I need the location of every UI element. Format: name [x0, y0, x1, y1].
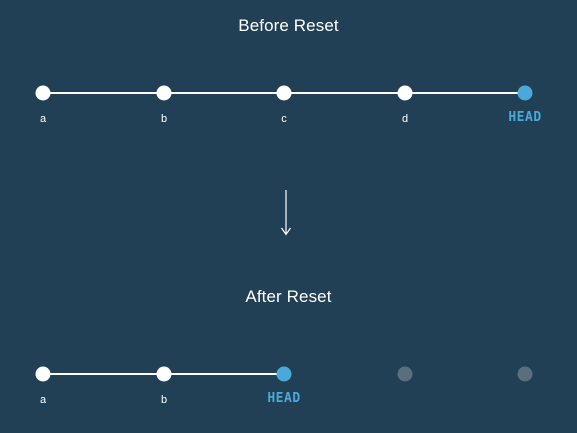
- before-head-label: HEAD: [508, 110, 542, 125]
- after-head-node: [276, 366, 292, 382]
- before-commit-b-node: [156, 85, 172, 101]
- after-head-label: HEAD: [267, 391, 301, 406]
- before-reset-title: Before Reset: [238, 16, 339, 35]
- before-commit-a-label: a: [39, 113, 47, 125]
- before-head-node: [517, 85, 533, 101]
- before-commit-a-node: [35, 85, 51, 101]
- after-commit-a-node: [35, 366, 51, 382]
- after-reset-title: After Reset: [245, 287, 332, 306]
- after-commit-b-label: b: [160, 394, 168, 406]
- before-commit-c-label: c: [281, 113, 287, 125]
- before-commit-d-node: [397, 85, 413, 101]
- after-commit-a-label: a: [39, 394, 47, 406]
- after-orphaned-commit-node: [397, 366, 413, 382]
- before-commit-d-label: d: [401, 113, 409, 125]
- before-commit-b-label: b: [160, 113, 168, 125]
- after-orphaned-commit-node: [517, 366, 533, 382]
- before-commit-c-node: [276, 85, 292, 101]
- after-commit-b-node: [156, 366, 172, 382]
- down-arrow-icon: [281, 190, 291, 236]
